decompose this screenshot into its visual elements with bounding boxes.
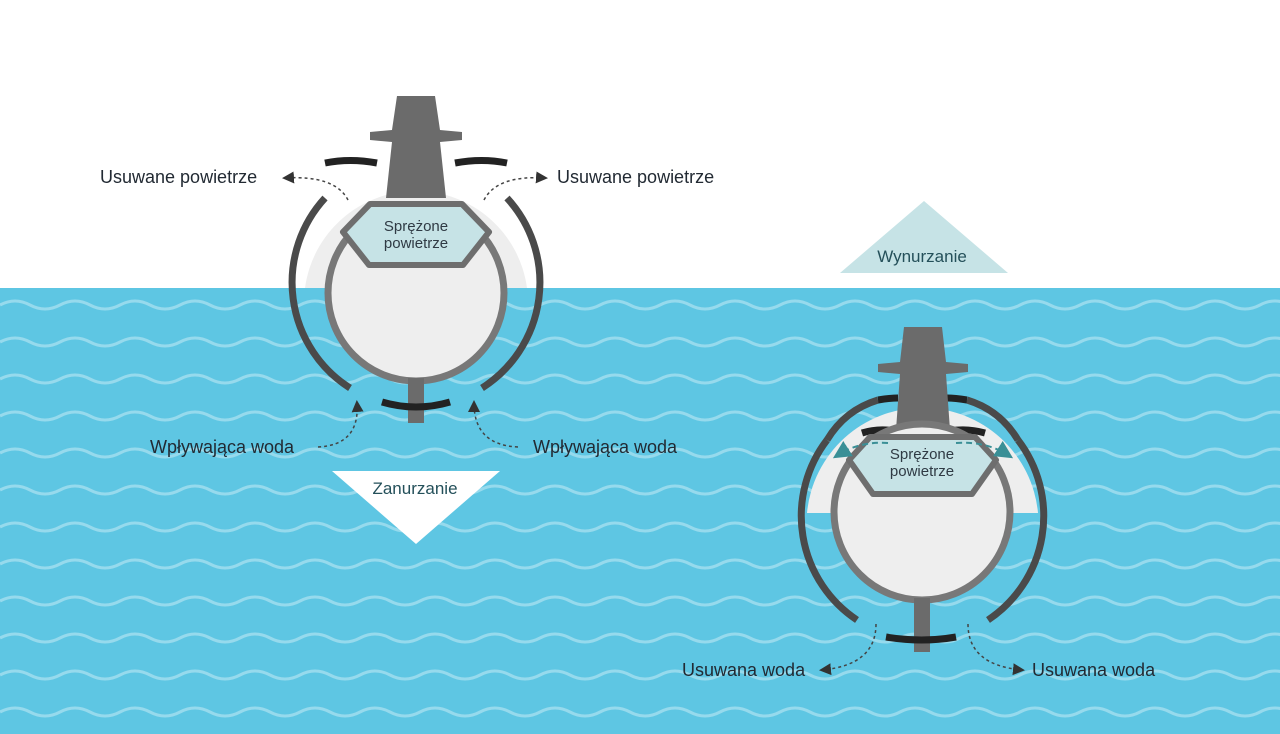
outer-hull-upper-left-2: [877, 394, 899, 404]
vent-cap-bottom-2: [885, 633, 957, 644]
water-out-left-label: Usuwana woda: [682, 660, 806, 680]
air-in-right-arrow: [955, 440, 1014, 459]
keel-2: [914, 598, 930, 652]
wave-line: [0, 706, 1280, 718]
outer-hull-left-1: [288, 195, 352, 391]
water-in-left-arrow: [317, 400, 364, 448]
vent-cap-bottom-1: [381, 398, 451, 411]
outer-hull-left-2: [797, 437, 859, 623]
outer-hull-top-right-2: [965, 396, 1022, 442]
compressed-air-label-1b: powietrze: [384, 235, 448, 252]
wave-line: [0, 410, 1280, 422]
keel-1: [408, 378, 424, 423]
air-out-left-label: Usuwane powietrze: [100, 167, 257, 187]
outer-hull-top-left-2: [823, 396, 880, 442]
wave-line: [0, 558, 1280, 570]
water-in-right-label: Wpływająca woda: [533, 437, 678, 457]
compressed-air-label-1a: Sprężone: [384, 218, 448, 235]
air-tank-2: [846, 434, 999, 497]
water-in-left-label: Wpływająca woda: [150, 437, 295, 457]
vent-cap-left-1: [324, 157, 378, 167]
water-in-right-arrow: [468, 400, 519, 448]
water-out-right-label: Usuwana woda: [1032, 660, 1156, 680]
conning-tower-2: [878, 327, 968, 430]
outer-hull-right-1: [480, 195, 544, 391]
wave-line: [0, 669, 1280, 681]
outer-hull-upper-right-2: [946, 394, 968, 404]
water-surface: [0, 288, 1280, 734]
compressed-air-label-2b: powietrze: [890, 463, 954, 480]
wave-line: [0, 521, 1280, 533]
submarine-surfacing: [797, 327, 1048, 676]
air-out-right-label: Usuwane powietrze: [557, 167, 714, 187]
air-in-left-arrow: [832, 440, 889, 459]
wave-line: [0, 373, 1280, 385]
water-out-right-arrow: [967, 623, 1025, 676]
outer-hull-right-2: [986, 437, 1048, 623]
wave-line: [0, 447, 1280, 459]
water-out-left-arrow: [819, 623, 877, 676]
conning-tower-1: [370, 96, 462, 198]
wave-pattern: [0, 299, 1280, 718]
air-out-left-arrow: [282, 171, 349, 201]
wave-line: [0, 632, 1280, 644]
wave-line: [0, 595, 1280, 607]
air-tank-1: [340, 201, 492, 268]
wave-line: [0, 299, 1280, 311]
wave-line: [0, 336, 1280, 348]
surfacing-arrow: [840, 201, 1008, 273]
surfacing-label: Wynurzanie: [877, 247, 967, 266]
submarine-diving: [282, 96, 548, 448]
wave-line: [0, 484, 1280, 496]
diving-label: Zanurzanie: [372, 479, 457, 498]
vent-cap-right-1: [454, 157, 508, 167]
compressed-air-label-2a: Sprężone: [890, 446, 954, 463]
diving-arrow: [332, 471, 500, 544]
air-out-right-arrow: [483, 171, 548, 201]
